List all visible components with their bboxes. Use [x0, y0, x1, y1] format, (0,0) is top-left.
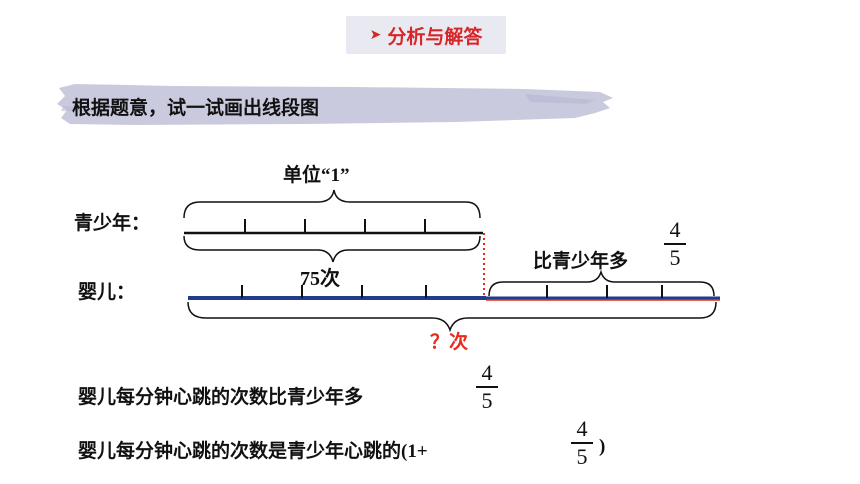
statement-1-text: 婴儿每分钟心跳的次数比青少年多: [78, 386, 364, 408]
arrow-marker-icon: ➤: [369, 27, 382, 43]
fraction-numerator: 4: [669, 217, 681, 242]
section-badge: ➤ 分析与解答: [346, 16, 506, 54]
more-fraction: 4 5: [664, 218, 686, 270]
unit-one-label: 单位“1”: [283, 164, 350, 186]
statement-2-text: 婴儿每分钟心跳的次数是青少年心跳的: [78, 440, 402, 462]
fraction-denominator: 5: [669, 244, 681, 270]
fraction-bar: [571, 442, 593, 444]
total-brace: [187, 301, 717, 333]
teen-count-brace: [183, 235, 481, 263]
statement-line-2: 婴儿每分钟心跳的次数是青少年心跳的(1+: [78, 436, 428, 463]
fraction-bar: [476, 386, 498, 388]
statement-2-open: (1+: [401, 441, 428, 462]
fraction-denominator: 5: [576, 443, 588, 469]
fraction-denominator: 5: [481, 387, 493, 413]
more-than-teen-label: 比青少年多: [533, 250, 629, 272]
teen-label: 青少年：: [74, 212, 151, 234]
brush-stroke-banner: [57, 84, 613, 125]
section-title: 分析与解答: [387, 25, 483, 48]
statement-1-fraction: 4 5: [476, 361, 498, 413]
statement-2-close: ): [599, 436, 606, 457]
unit-brace: [183, 189, 481, 219]
fraction-numerator: 4: [576, 416, 588, 441]
statement-2-fraction: 4 5: [571, 417, 593, 469]
fraction-bar: [664, 243, 686, 245]
fraction-numerator: 4: [481, 360, 493, 385]
statement-line-1: 婴儿每分钟心跳的次数比青少年多: [78, 382, 363, 409]
baby-ticks: [241, 285, 663, 298]
baby-label: 婴儿：: [78, 281, 136, 303]
question-label: ？次: [430, 331, 469, 353]
teen-count-label: 75次: [300, 268, 340, 290]
banner-instruction: 根据题意，试一试画出线段图: [72, 97, 320, 119]
teen-ticks: [244, 219, 426, 233]
more-brace: [488, 269, 715, 297]
